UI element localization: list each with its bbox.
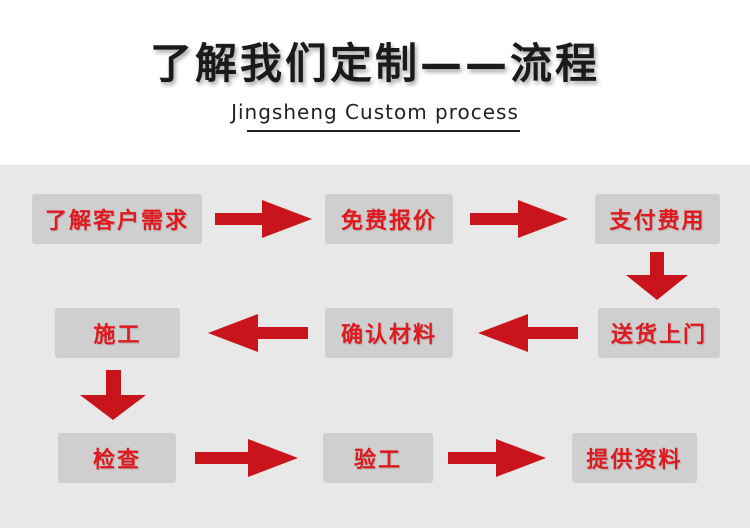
step-construction: 施工 <box>55 308 180 358</box>
header: 了解我们定制——流程 Jingsheng Custom process <box>0 0 750 165</box>
step-payment: 支付费用 <box>595 194 720 244</box>
step-delivery: 送货上门 <box>598 308 720 358</box>
step-provide-docs: 提供资料 <box>572 433 697 483</box>
step-confirm-materials: 确认材料 <box>325 308 453 358</box>
step-free-quote: 免费报价 <box>325 194 453 244</box>
subtitle-underline <box>247 130 520 132</box>
step-understand-needs: 了解客户需求 <box>32 194 202 244</box>
page-title: 了解我们定制——流程 <box>149 39 600 88</box>
step-inspection: 检查 <box>58 433 176 483</box>
step-acceptance: 验工 <box>323 433 433 483</box>
page-subtitle: Jingsheng Custom process <box>231 100 519 124</box>
